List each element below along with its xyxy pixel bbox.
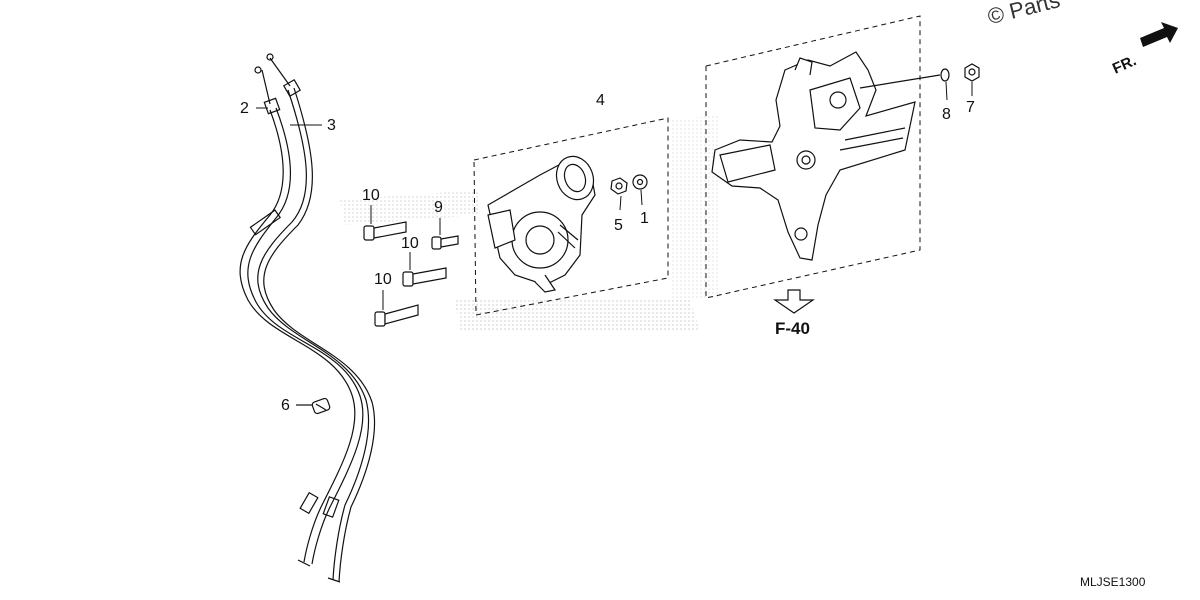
callout-4: 4 [596,92,605,109]
bracket-assembly [711,51,916,261]
leader-lines [256,81,973,310]
callout-9: 9 [434,199,443,216]
bracket-group-box [705,15,921,299]
throttle-body [487,155,596,293]
callout-10-lower: 10 [374,271,392,288]
throttle-cables [239,53,376,583]
front-direction-arrow-icon [1140,22,1178,47]
callout-1: 1 [640,210,649,227]
bolts [363,221,459,327]
callout-8: 8 [942,106,951,123]
reference-label: F-40 [775,319,810,338]
washer-and-nut [859,63,980,89]
nut-and-washer [610,174,648,195]
callout-3: 3 [327,117,336,134]
cable-clip [296,397,331,415]
callout-6: 6 [281,397,290,414]
callout-10-upper: 10 [362,187,380,204]
diagram-code: MLJSE1300 [1080,575,1146,589]
callout-5: 5 [614,217,623,234]
reference-arrow [773,289,815,314]
throttle-body-group-box [473,117,669,316]
callout-7: 7 [966,99,975,116]
callout-10-middle: 10 [401,235,419,252]
callout-2: 2 [240,100,249,117]
